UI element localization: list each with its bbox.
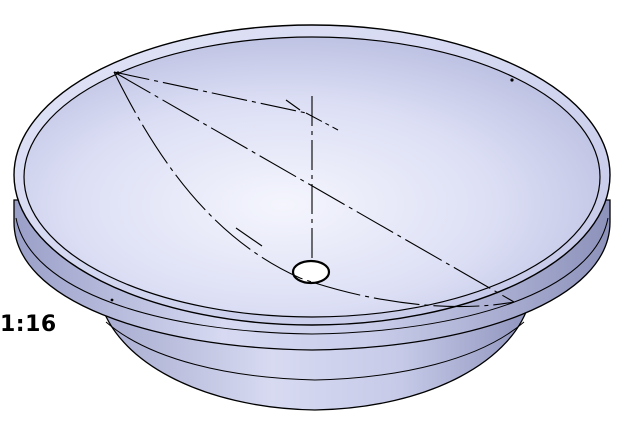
focal-line-lower bbox=[305, 112, 339, 131]
construction-lines bbox=[113, 71, 515, 308]
rim-point bbox=[510, 78, 514, 82]
base-edge-line bbox=[105, 321, 525, 381]
focal-line-upper bbox=[113, 71, 307, 114]
parabola-curve bbox=[113, 71, 515, 308]
center-hole bbox=[291, 259, 331, 285]
side-point bbox=[110, 298, 114, 302]
focal-line-tick bbox=[285, 99, 301, 111]
diameter-line bbox=[113, 71, 515, 303]
rim-step-line bbox=[15, 217, 609, 335]
vertex-point bbox=[116, 71, 120, 75]
scale-label: 1:16 bbox=[0, 312, 57, 337]
parabola-tangent-tick bbox=[235, 227, 263, 247]
